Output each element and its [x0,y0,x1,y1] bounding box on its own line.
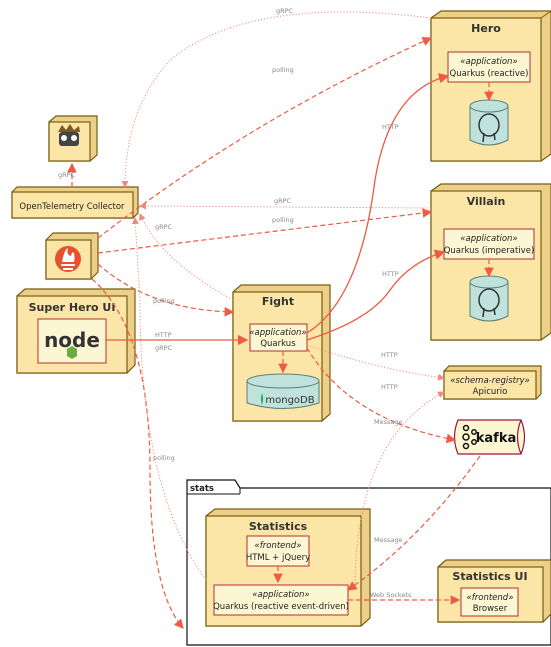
edge-label-grpc-fight: gRPC [155,223,173,231]
edges [67,11,494,629]
hero-label: Quarkus (reactive) [450,69,529,79]
postgres-icon [469,275,509,322]
hero-stereotype: «application» [460,57,517,67]
postgres-icon [469,99,509,146]
edge-hero-otel [121,11,432,188]
hero-app-box [447,51,531,83]
edge-labels: gRPC polling HTTP gRPC gRPC polling gRPC… [58,7,412,599]
kafka-label: kafka [476,431,517,446]
edge-label-polling-fight: polling [153,297,175,305]
statistics-ui-title: Statistics UI [452,570,527,583]
super-hero-ui-node: Super Hero UI node [16,288,136,374]
super-hero-ui-title: Super Hero UI [29,301,116,314]
jaeger-icon [58,124,80,146]
edge-label-http-hero: HTTP [382,123,399,131]
fight-label: Quarkus [260,339,296,349]
otel-label: OpenTelemetry Collector [19,202,125,212]
kafka-node: kafka [453,419,526,455]
statistics-app-box [213,584,349,616]
villain-node: Villain «application» Quarkus (imperativ… [430,183,551,341]
edge-label-polling-stats: polling [153,454,175,462]
apicurio-node: «schema-registry» Apicurio [443,365,542,400]
edge-label-message-kafka: Message [374,418,403,426]
villain-app-box [443,228,535,260]
edge-prom-stats [91,278,184,629]
stats-group-label: stats [190,484,214,494]
edge-label-grpc-top: gRPC [276,7,294,15]
villain-title: Villain [467,195,506,208]
edge-prom-hero [97,37,433,239]
edge-kafka-stats [347,455,481,591]
edge-label-grpc-ui: gRPC [155,344,173,352]
stats-group: stats [186,479,551,646]
statistics-title: Statistics [249,520,308,533]
prometheus-icon [55,246,81,272]
statistics-app-label: Quarkus (reactive event-driven) [213,602,349,612]
villain-label: Quarkus (imperative) [444,246,535,256]
fight-title: Fight [262,295,294,308]
edge-stats-otel [131,217,207,581]
edge-fight-villain [306,249,446,341]
edge-label-http-apicurio-2: HTTP [381,383,398,391]
otel-collector-node: OpenTelemetry Collector [11,186,139,219]
apicurio-label: Apicurio [473,387,508,397]
edge-fight-apicurio [306,344,445,381]
edge-fight-kafka [306,347,457,444]
edge-label-polling-top: polling [272,66,294,74]
fight-stereotype: «application» [249,328,306,338]
mongodb-label: mongoDB [265,395,314,406]
edge-stats-apicurio [354,391,445,591]
edge-fight-hero [306,73,450,334]
edge-label-http-villain: HTTP [382,270,399,278]
edge-label-http-apicurio-1: HTTP [381,351,398,359]
kafka-icon [462,424,477,450]
edge-label-polling-villain: polling [272,216,294,224]
statistics-ui-node: Statistics UI «frontend» Browser [437,559,551,623]
prometheus-node [45,232,99,280]
hero-node: Hero «application» Quarkus (reactive) [430,10,551,162]
statistics-node: Statistics «frontend» HTML + jQuery «app… [205,508,371,627]
edge-label-websockets: Web Sockets [370,591,412,599]
edge-label-grpc-otel-jaeger: gRPC [58,171,76,179]
nodejs-icon: node [37,318,107,364]
fight-app-box [249,323,308,352]
hero-title: Hero [471,22,501,35]
edge-label-grpc-villain: gRPC [274,197,292,205]
jaeger-node [48,115,98,162]
edge-label-message-stats: Message [374,536,403,544]
statistics-app-stereotype: «application» [252,590,309,600]
statistics-frontend-label: HTML + jQuery [246,553,310,563]
villain-stereotype: «application» [460,234,517,244]
edge-fight-otel [139,213,234,301]
statistics-ui-label: Browser [473,604,508,614]
fight-node: Fight «application» Quarkus mongoDB [232,284,331,422]
edge-prom-villain [97,208,433,254]
apicurio-stereotype: «schema-registry» [450,376,530,386]
statistics-ui-box [460,587,519,617]
edge-label-http-ui-fight: HTTP [155,331,172,339]
statistics-frontend-stereotype: «frontend» [255,541,302,551]
statistics-ui-stereotype: «frontend» [467,593,514,603]
mongodb-icon: mongoDB [246,373,320,409]
edge-villain-otel [139,202,432,210]
